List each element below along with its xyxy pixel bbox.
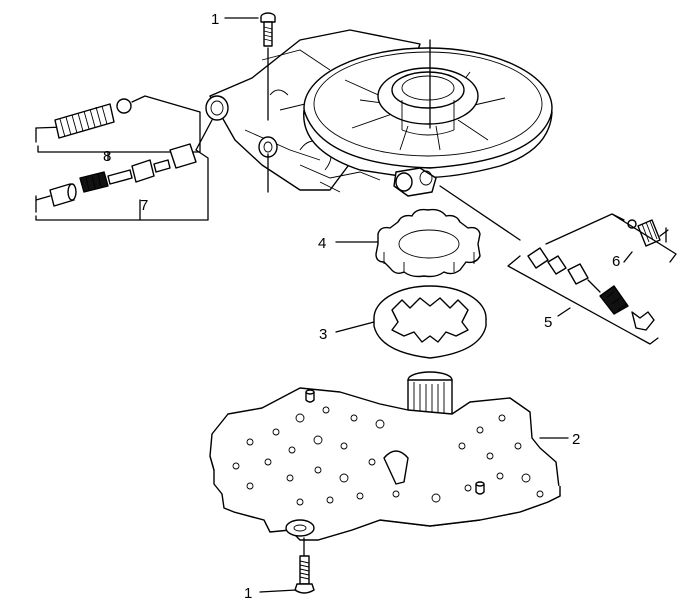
callout-6: 6 — [612, 253, 620, 270]
leader-6 — [623, 251, 633, 263]
pump-body — [205, 29, 553, 197]
callout-7: 7 — [140, 197, 148, 214]
valve-5-assembly — [439, 185, 655, 331]
callout-5: 5 — [544, 314, 552, 331]
bracket-6 — [545, 213, 677, 263]
leader-bolt-bottom — [259, 589, 297, 593]
callout-bolt-bottom: 1 — [244, 585, 252, 602]
bracket-5 — [507, 255, 659, 345]
callout-8: 8 — [103, 148, 111, 165]
callout-3: 3 — [319, 326, 327, 343]
bracket-7 — [35, 149, 209, 221]
bolt-bottom — [294, 537, 315, 594]
leader-3 — [335, 321, 375, 333]
bolt-top — [260, 12, 276, 193]
outer-gear — [373, 285, 487, 359]
callout-2: 2 — [572, 431, 580, 448]
callout-4: 4 — [318, 235, 326, 252]
inner-gear — [375, 208, 481, 278]
callout-bolt-top: 1 — [211, 11, 219, 28]
valve-7-assembly — [35, 119, 213, 213]
spring-8-assembly — [35, 98, 132, 143]
bracket-8 — [37, 95, 201, 153]
leader-5 — [557, 307, 571, 317]
channel-plate — [209, 387, 561, 541]
spring-6-assembly — [627, 219, 669, 247]
